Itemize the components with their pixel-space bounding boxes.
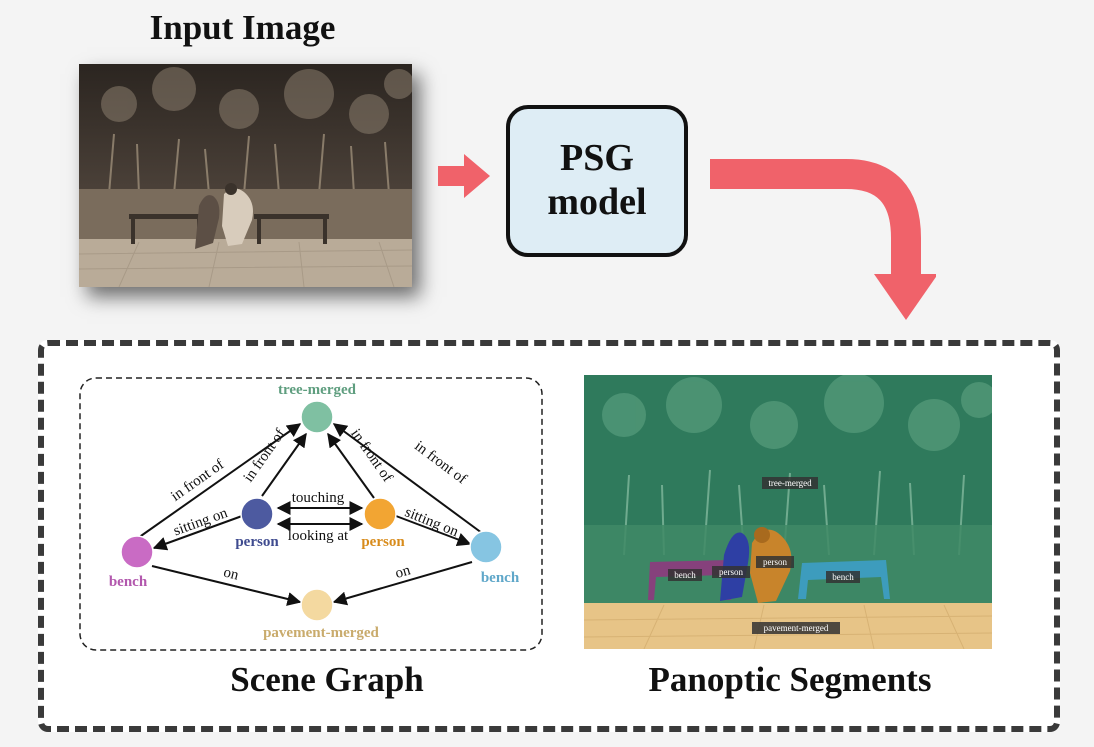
arrow-to-model-icon xyxy=(438,154,490,198)
node-label-person-left: person xyxy=(235,534,279,550)
edge-label-touching: touching xyxy=(292,490,345,506)
seg-label-bench-right: bench xyxy=(832,572,854,582)
seg-label-person-right: person xyxy=(763,557,787,567)
model-label-line1: PSG xyxy=(560,137,634,180)
edge-on-left xyxy=(151,565,302,606)
edge-label-in-front-of-2: in front of xyxy=(241,426,289,485)
edge-sitting-on-right xyxy=(395,515,472,547)
node-label-tree: tree-merged xyxy=(278,382,357,398)
node-bench-left xyxy=(120,535,154,569)
node-label-pavement: pavement-merged xyxy=(263,625,379,641)
node-tree xyxy=(300,400,334,434)
panoptic-segments-image: tree-merged bench person person bench pa… xyxy=(584,375,992,649)
caption-scene-graph: Scene Graph xyxy=(230,660,424,699)
model-label-line2: model xyxy=(547,181,647,223)
node-person-left xyxy=(240,497,274,531)
seg-label-bench-left: bench xyxy=(674,570,696,580)
seg-label-pavement: pavement-merged xyxy=(764,623,829,633)
edge-bench-tree xyxy=(137,423,302,539)
edge-label-on-right: on xyxy=(393,562,412,582)
node-label-person-right: person xyxy=(361,534,405,550)
seg-label-person-left: person xyxy=(719,567,743,577)
node-label-bench-left: bench xyxy=(109,574,148,590)
node-label-bench-right: bench xyxy=(481,570,520,586)
caption-panoptic-segments: Panoptic Segments xyxy=(648,660,932,699)
edge-label-in-front-of-3: in front of xyxy=(347,426,395,485)
edge-label-on-left: on xyxy=(222,565,241,584)
scene-graph: in front of in front of in front of in f… xyxy=(79,377,543,651)
edge-person-left-tree xyxy=(261,432,307,497)
input-image-title: Input Image xyxy=(149,8,336,47)
seg-label-tree: tree-merged xyxy=(768,478,812,488)
edge-bench-right-tree xyxy=(332,423,487,537)
curved-arrow-icon xyxy=(710,159,936,320)
node-person-right xyxy=(363,497,397,531)
node-pavement xyxy=(300,588,334,622)
input-photo xyxy=(79,64,412,287)
edge-sitting-on-left xyxy=(152,515,243,551)
edge-label-sitting-on-right: sitting on xyxy=(402,504,461,540)
scene-graph-frame xyxy=(79,377,543,651)
psg-model-box: PSG model xyxy=(506,105,688,257)
edge-label-looking-at: looking at xyxy=(288,528,349,544)
edge-label-in-front-of-4: in front of xyxy=(411,438,469,487)
node-bench-right xyxy=(469,530,503,564)
edge-on-right xyxy=(332,561,473,606)
edge-label-sitting-on-left: sitting on xyxy=(171,505,230,539)
edge-person-right-tree xyxy=(327,432,375,499)
